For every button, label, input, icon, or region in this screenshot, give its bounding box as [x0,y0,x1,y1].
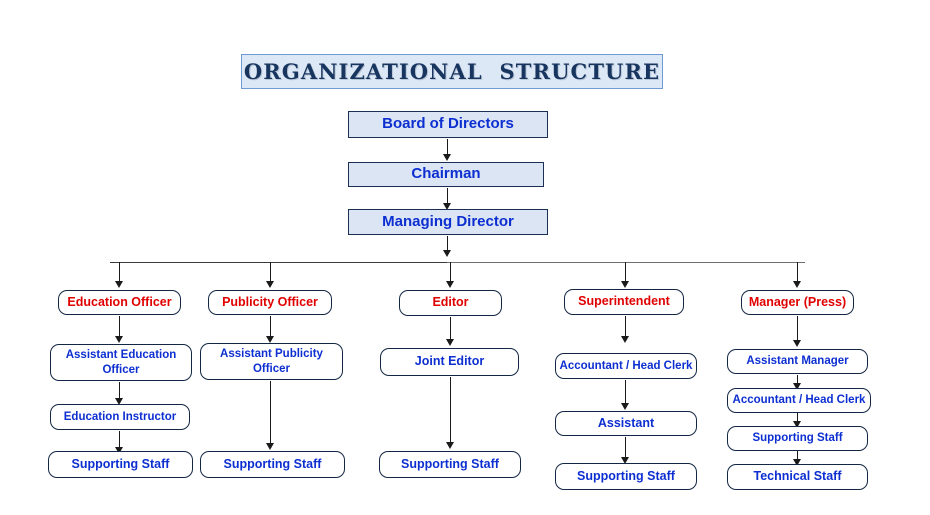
node-board-of-directors[interactable]: Board of Directors [348,111,548,138]
connector-b5-4 [797,451,798,461]
connector-bus-to-branch-2 [270,262,271,283]
arrowhead-b2-2 [266,443,274,450]
node-editor[interactable]: Editor [399,290,502,316]
arrowhead-b2-1 [266,336,274,343]
connector-bus-to-branch-5 [797,262,798,283]
arrowhead-b5-2 [793,383,801,390]
connector-b1-1 [119,316,120,338]
arrowhead-b3-1 [446,339,454,346]
connector-bus-to-branch-1 [119,262,120,283]
node-assistant-education-officer[interactable]: Assistant Education Officer [50,344,192,381]
arrowhead-b4-1 [621,336,629,343]
node-assistant-publicity-officer[interactable]: Assistant Publicity Officer [200,343,343,380]
chart-title-box: ORGANIZATIONAL STRUCTURE [241,54,663,89]
connector-b1-3 [119,431,120,449]
connector-chairman-to-md [447,188,448,205]
node-b1-supporting-staff[interactable]: Supporting Staff [48,451,193,478]
node-b4-supporting-staff[interactable]: Supporting Staff [555,463,697,490]
connector-b4-1 [625,316,626,338]
connector-b5-1 [797,316,798,342]
node-manager-press[interactable]: Manager (Press) [741,290,854,315]
connector-b4-2 [625,380,626,405]
arrowhead-b1-3 [115,447,123,454]
arrowhead-b3-2 [446,442,454,449]
arrowhead-b4-3 [621,457,629,464]
arrowhead-b4-2 [621,403,629,410]
connector-b1-2 [119,382,120,400]
node-managing-director[interactable]: Managing Director [348,209,548,235]
node-chairman[interactable]: Chairman [348,162,544,187]
arrowhead-b5-1 [793,340,801,347]
node-publicity-officer[interactable]: Publicity Officer [208,290,332,315]
node-b3-supporting-staff[interactable]: Supporting Staff [379,451,521,478]
connector-b5-2 [797,375,798,385]
arrowhead-md-to-bus [443,250,451,257]
node-education-officer[interactable]: Education Officer [58,290,181,315]
node-b5-accountant-head-clerk[interactable]: Accountant / Head Clerk [727,388,871,413]
node-superintendent[interactable]: Superintendent [564,289,684,315]
connector-md-to-bus [447,236,448,252]
connector-bus-right [447,262,805,263]
node-b4-accountant-head-clerk[interactable]: Accountant / Head Clerk [555,353,697,379]
connector-b2-2 [270,381,271,445]
connector-board-to-chairman [447,139,448,156]
node-joint-editor[interactable]: Joint Editor [380,348,519,376]
connector-b5-3 [797,413,798,423]
arrowhead-b5-3 [793,421,801,428]
node-technical-staff[interactable]: Technical Staff [727,464,868,490]
connector-b3-2 [450,377,451,444]
connector-b2-1 [270,316,271,338]
connector-b4-3 [625,437,626,459]
arrowhead-chairman-to-md [443,203,451,210]
arrowhead-b1-2 [115,398,123,405]
arrowhead-bus-to-branch-5 [793,281,801,288]
connector-bus-to-branch-3 [450,262,451,283]
node-assistant-manager[interactable]: Assistant Manager [727,349,868,374]
chart-title-text: ORGANIZATIONAL STRUCTURE [243,59,661,84]
node-b2-supporting-staff[interactable]: Supporting Staff [200,451,345,478]
connector-bus-to-branch-4 [625,262,626,283]
arrowhead-bus-to-branch-2 [266,281,274,288]
arrowhead-board-to-chairman [443,154,451,161]
arrowhead-bus-to-branch-4 [621,281,629,288]
node-education-instructor[interactable]: Education Instructor [50,404,190,430]
arrowhead-b5-4 [793,459,801,466]
node-b5-supporting-staff[interactable]: Supporting Staff [727,426,868,451]
arrowhead-bus-to-branch-1 [115,281,123,288]
connector-bus-left [110,262,448,263]
arrowhead-bus-to-branch-3 [446,281,454,288]
node-b4-assistant[interactable]: Assistant [555,411,697,436]
connector-b3-1 [450,317,451,341]
arrowhead-b1-1 [115,336,123,343]
